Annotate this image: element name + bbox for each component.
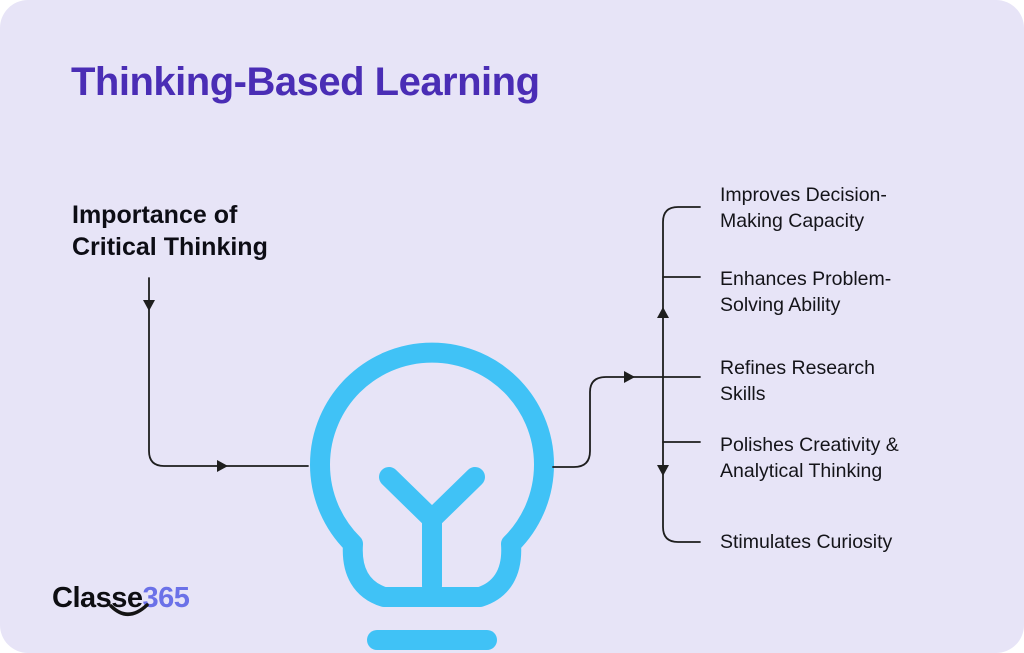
connector-bulb-to-benefits: [552, 376, 701, 468]
bulb-outline: [310, 342, 554, 607]
arrow-right-icon: [217, 460, 228, 472]
logo-number-text: 365: [142, 582, 190, 614]
benefit-refines-research-skills: Refines Research Skills: [720, 357, 875, 405]
arrow-down-icon: [657, 465, 669, 476]
benefit-improves-decision-making: Improves Decision- Making Capacity: [720, 184, 887, 232]
arrow-up-icon: [657, 307, 669, 318]
connector-subject-to-bulb: [148, 277, 309, 467]
smile-icon: [109, 603, 149, 616]
arrow-right-icon: [624, 371, 635, 383]
benefit-enhances-problem-solving: Enhances Problem- Solving Ability: [720, 268, 892, 316]
lightbulb-icon: [310, 342, 554, 650]
benefits-spine: [662, 206, 701, 543]
arrow-down-icon: [143, 300, 155, 311]
benefit-polishes-creativity: Polishes Creativity & Analytical Thinkin…: [720, 434, 899, 482]
page-title: Thinking-Based Learning: [71, 60, 540, 104]
subject-heading: Importance of Critical Thinking: [72, 201, 268, 261]
benefit-stimulates-curiosity: Stimulates Curiosity: [720, 531, 893, 553]
logo-brand-text: Classe: [52, 582, 143, 614]
